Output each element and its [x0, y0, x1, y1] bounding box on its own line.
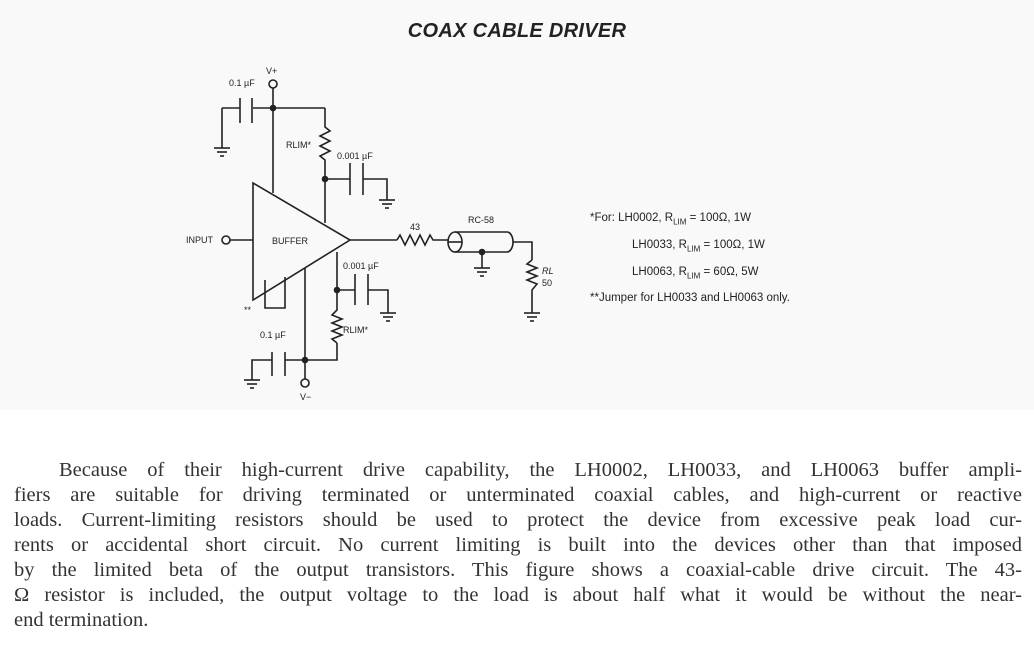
capacitor-top-bypass — [213, 98, 253, 157]
note-lh0033: LH0033, RLIM = 100Ω, 1W — [632, 238, 765, 254]
cap-top-small-label: 0.001 µF — [337, 151, 373, 161]
note-lh0063: LH0063, RLIM = 60Ω, 5W — [632, 265, 759, 280]
figure-area: COAX CABLE DRIVER — [186, 20, 790, 402]
circuit-schematic: V+ 0.1 µF RLIM* 0.001 µF INPUT BUFFER 43… — [186, 66, 554, 402]
jumper-label: ** — [244, 305, 252, 315]
note-lh0002: *For: LH0002, RLIM = 100Ω, 1W — [590, 212, 751, 227]
cable-label: RC-58 — [468, 215, 494, 225]
note-jumper: **Jumper for LH0033 and LH0063 only. — [590, 292, 790, 305]
coax-cable — [447, 231, 514, 277]
jumper — [264, 277, 286, 309]
cap-bottom-bypass-label: 0.1 µF — [260, 330, 286, 340]
resistor-load — [524, 259, 540, 313]
v-minus-terminal — [300, 378, 310, 388]
load-label: RL — [542, 266, 554, 276]
v-plus-terminal — [268, 79, 278, 89]
paragraph-line: Because of their high-current drive capa… — [59, 459, 1022, 481]
capacitor-bottom-small — [337, 274, 397, 322]
input-terminal[interactable] — [221, 235, 231, 245]
v-plus-label: V+ — [266, 66, 277, 76]
rlim-bottom-label: RLIM* — [343, 325, 369, 335]
body-paragraph: Because of their high-current drive capa… — [14, 458, 1022, 633]
paragraph-line: Ω resistor is included, the output volta… — [14, 584, 1022, 606]
paragraph-line: by the limited beta of the output transi… — [14, 559, 1022, 581]
paragraph-line: loads. Current-limiting resistors should… — [14, 509, 1022, 531]
paragraph-line: end termination. — [14, 609, 149, 631]
input-label: INPUT — [186, 235, 214, 245]
paragraph-line: rents or accidental short circuit. No cu… — [14, 534, 1022, 556]
buffer-label: BUFFER — [272, 236, 309, 246]
v-minus-label: V− — [300, 392, 311, 402]
paragraph-line: fiers are suitable for driving terminate… — [14, 484, 1022, 506]
resistor-43 — [396, 233, 448, 247]
resistor-rlim-bottom — [329, 252, 345, 344]
load-value: 50 — [542, 278, 552, 288]
capacitor-top-small — [325, 163, 396, 209]
resistor-43-label: 43 — [410, 222, 420, 232]
rlim-top-label: RLIM* — [286, 140, 312, 150]
buffer-amplifier — [252, 181, 352, 302]
cap-top-bypass-label: 0.1 µF — [229, 78, 255, 88]
resistor-rlim-top — [318, 108, 332, 223]
capacitor-bottom-bypass — [243, 352, 305, 389]
cap-bottom-small-label: 0.001 µF — [343, 261, 379, 271]
figure-title: COAX CABLE DRIVER — [407, 20, 627, 42]
component-notes: *For: LH0002, RLIM = 100Ω, 1W LH0033, RL… — [590, 207, 790, 311]
